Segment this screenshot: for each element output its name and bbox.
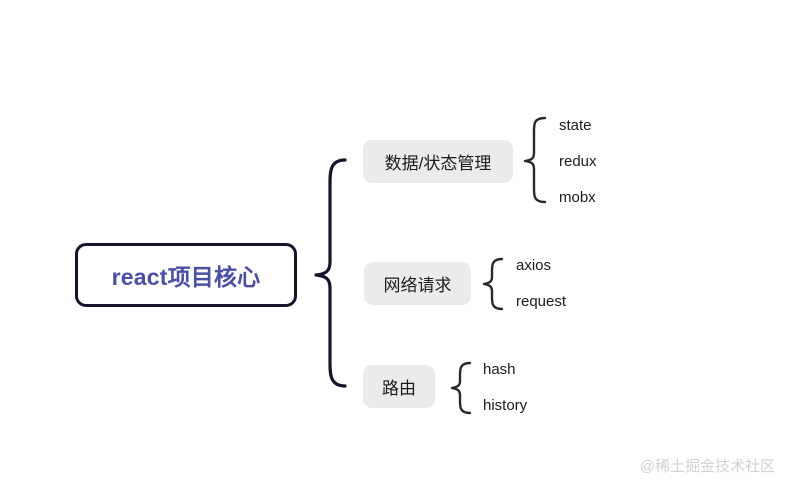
branch-node-network-request[interactable]: 网络请求 (364, 262, 471, 305)
root-node[interactable]: react项目核心 (75, 243, 297, 307)
branch-node-routing[interactable]: 路由 (363, 365, 435, 408)
branch-node-data-state-management[interactable]: 数据/状态管理 (363, 140, 513, 183)
branch-1-brace-connector (523, 116, 547, 204)
root-node-label: react项目核心 (111, 264, 261, 290)
leaf-node-history[interactable]: history (483, 397, 528, 414)
branch-node-label: 路由 (382, 379, 416, 398)
branch-2-brace-connector (482, 257, 504, 311)
root-brace-connector (314, 158, 347, 388)
branch-node-label: 网络请求 (383, 276, 452, 295)
leaf-node-state[interactable]: state (559, 117, 592, 134)
watermark: @稀土掘金技术社区 (639, 458, 775, 475)
leaf-node-axios[interactable]: axios (516, 257, 552, 274)
leaf-node-request[interactable]: request (516, 293, 567, 310)
branch-node-label: 数据/状态管理 (384, 154, 492, 173)
leaf-node-redux[interactable]: redux (559, 153, 597, 170)
leaf-node-hash[interactable]: hash (483, 361, 516, 378)
leaf-node-mobx[interactable]: mobx (559, 189, 596, 206)
branch-3-brace-connector (450, 361, 472, 415)
